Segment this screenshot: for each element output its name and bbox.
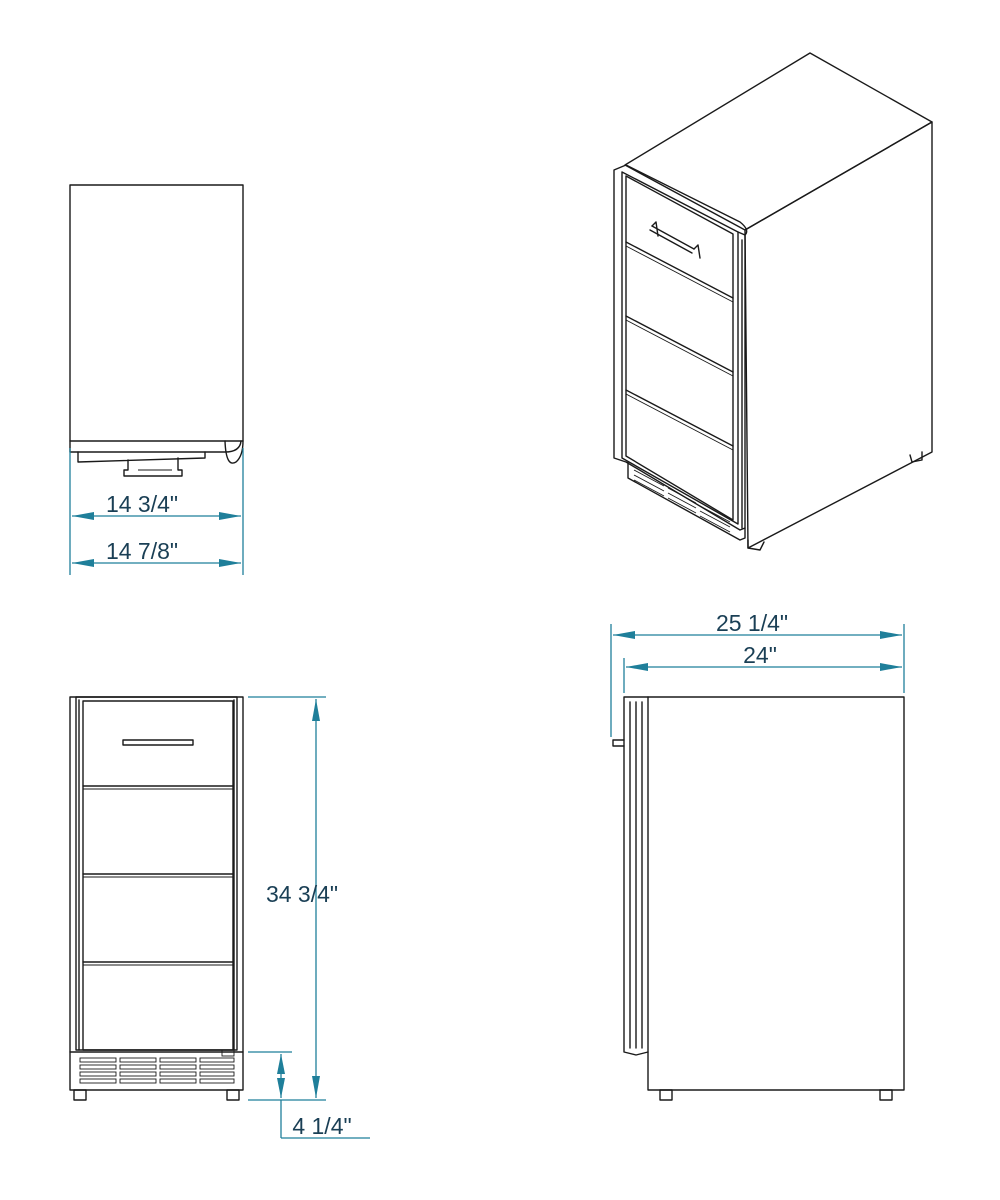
arrowhead <box>312 699 320 721</box>
arrowhead <box>277 1054 285 1074</box>
depth-label: 24" <box>743 642 777 668</box>
side-cabinet-outline <box>647 696 905 1091</box>
side-view <box>612 696 905 1101</box>
side-view-dimensions: 25 1/4" 24" <box>610 610 905 737</box>
arrowhead <box>880 663 902 671</box>
top-view-door-face <box>77 451 206 463</box>
arrowhead <box>613 631 635 639</box>
top-view-cabinet-outline <box>69 184 244 442</box>
arrowhead <box>219 559 241 567</box>
front-view <box>69 696 244 1101</box>
side-door-profile <box>623 696 649 1056</box>
outer-width-label: 14 7/8" <box>106 538 178 564</box>
arrowhead <box>72 512 94 520</box>
front-view-dimensions: 34 3/4" 4 1/4" <box>248 696 370 1139</box>
arrowhead <box>312 1076 320 1098</box>
arrowhead <box>219 512 241 520</box>
top-view-handle <box>123 457 183 477</box>
toe-kick-label: 4 1/4" <box>292 1113 351 1139</box>
iso-glass-panel <box>625 175 734 521</box>
top-view-dimensions: 14 3/4" 14 7/8" <box>69 448 244 575</box>
front-foot <box>73 1089 87 1101</box>
arrowhead <box>880 631 902 639</box>
front-cabinet-outline <box>69 696 244 1091</box>
depth-with-handle-label: 25 1/4" <box>716 610 788 636</box>
iso-door-frame <box>613 164 748 531</box>
top-view-door-edge <box>69 440 242 453</box>
iso-vent-grille <box>633 469 731 533</box>
front-glass-panel <box>82 700 234 1051</box>
top-view <box>69 184 244 477</box>
side-handle <box>612 739 625 747</box>
front-vent-grille <box>79 1057 235 1084</box>
front-handle <box>122 739 194 746</box>
iso-toe-kick <box>627 461 746 541</box>
iso-foot <box>747 539 765 551</box>
iso-drawer-line <box>625 389 734 447</box>
side-foot <box>879 1089 893 1101</box>
inner-width-label: 14 3/4" <box>106 491 178 517</box>
iso-drawer-line <box>625 241 734 299</box>
side-foot <box>659 1089 673 1101</box>
iso-side-face <box>744 121 933 549</box>
arrowhead <box>72 559 94 567</box>
iso-top-face <box>624 52 933 231</box>
arrowhead <box>277 1078 285 1098</box>
arrowhead <box>626 663 648 671</box>
height-label: 34 3/4" <box>266 881 338 907</box>
iso-foot <box>909 451 923 463</box>
iso-door-panel <box>621 171 739 525</box>
isometric-view <box>613 52 933 551</box>
iso-handle-posts <box>651 221 701 259</box>
iso-drawer-line <box>625 315 734 373</box>
front-foot <box>226 1089 240 1101</box>
